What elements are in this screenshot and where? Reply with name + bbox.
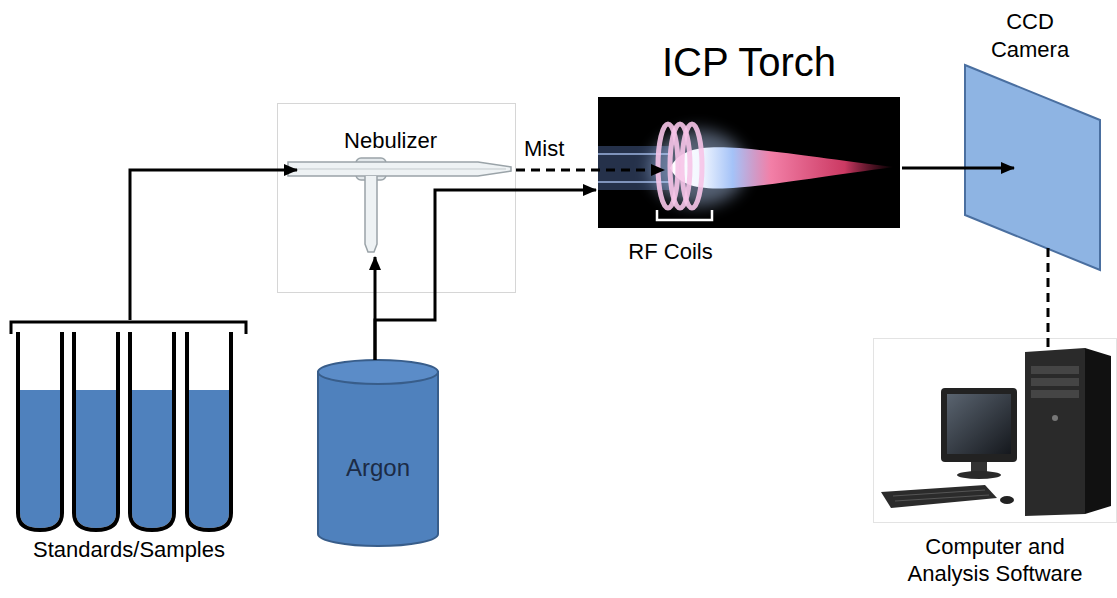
node-label: CCD Camera bbox=[980, 8, 1080, 64]
edge-label: Mist bbox=[522, 136, 566, 162]
connector-group bbox=[130, 168, 1048, 360]
sample-liquid bbox=[76, 390, 116, 528]
node-illustration bbox=[315, 358, 441, 548]
sample-liquid bbox=[132, 390, 172, 528]
gas-cylinder-top bbox=[318, 360, 438, 384]
icp-torch: ICP Torch bbox=[598, 36, 902, 228]
test-tube bbox=[18, 332, 62, 530]
flow-connector bbox=[1047, 248, 1050, 350]
flow-connector bbox=[130, 170, 297, 320]
drive-bay bbox=[1031, 366, 1079, 374]
flow-connector bbox=[516, 169, 664, 172]
monitor-base bbox=[957, 471, 1001, 479]
nebulizer-box: Nebulizer bbox=[277, 103, 516, 293]
nebulizer-capillary bbox=[288, 169, 506, 170]
sample-liquid bbox=[189, 390, 229, 528]
ccd-sensor-plate bbox=[965, 65, 1100, 270]
drive-bay bbox=[1031, 378, 1079, 386]
nebulizer-tube bbox=[288, 162, 511, 176]
argon-cylinder: Argon bbox=[315, 358, 443, 548]
computer: Computer and Analysis Software bbox=[873, 338, 1117, 596]
keyboard-keys bbox=[893, 490, 989, 501]
test-tube bbox=[130, 332, 174, 530]
tower-front bbox=[1025, 348, 1085, 516]
test-tube bbox=[74, 332, 118, 530]
monitor-frame bbox=[941, 388, 1017, 462]
rf-coil-turn bbox=[682, 124, 702, 208]
mouse bbox=[1000, 496, 1014, 504]
keyboard bbox=[881, 485, 997, 508]
node-label: Argon bbox=[315, 453, 441, 483]
monitor-screen bbox=[947, 394, 1011, 454]
torch-photo-ground bbox=[598, 97, 900, 228]
node-label: Standards/Samples bbox=[8, 536, 250, 564]
sample-rack: Standards/Samples bbox=[8, 318, 252, 566]
monitor-stand bbox=[971, 462, 987, 472]
nebulizer-stem bbox=[365, 176, 377, 252]
node-label: Nebulizer bbox=[271, 127, 510, 155]
photo-frame bbox=[874, 339, 1117, 523]
rf-coil-bracket bbox=[657, 210, 712, 220]
flow-connector bbox=[902, 167, 1014, 170]
node-label: Computer and Analysis Software bbox=[895, 533, 1095, 587]
test-tube bbox=[187, 332, 231, 530]
part-label: RF Coils bbox=[608, 238, 733, 266]
node-label: ICP Torch bbox=[598, 36, 900, 88]
power-button bbox=[1052, 415, 1058, 421]
drive-bay bbox=[1031, 390, 1079, 398]
ccd-camera: CCD Camera bbox=[958, 8, 1108, 278]
sample-liquid bbox=[20, 390, 60, 528]
node-illustration bbox=[8, 318, 250, 566]
tower-side bbox=[1085, 348, 1111, 514]
